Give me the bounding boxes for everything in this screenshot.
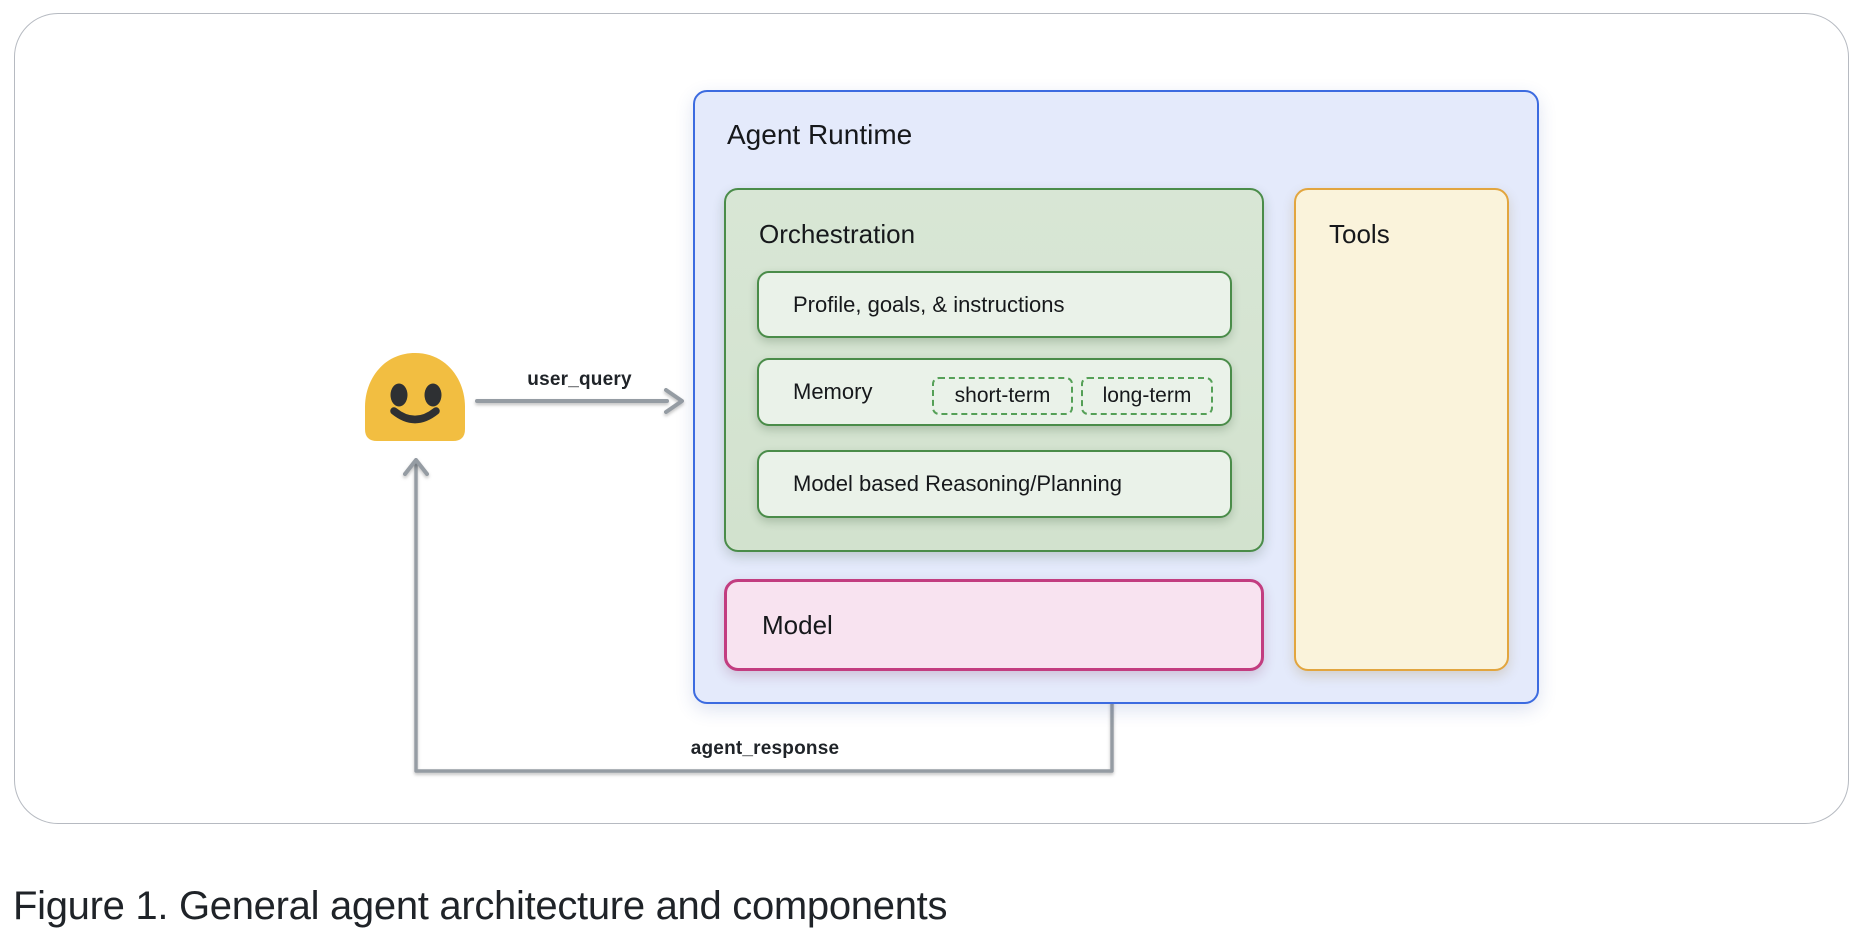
emoji-face [365,353,465,441]
model-box: Model [724,579,1264,671]
profile-goals-instructions-box: Profile, goals, & instructions [757,271,1232,338]
emoji-right-eye [424,383,442,407]
agent-response-arrowhead-icon [403,458,429,476]
short-term-tag: short-term [932,377,1073,415]
agent-runtime-title: Agent Runtime [727,119,913,150]
tools-box: Tools [1294,188,1509,671]
user-query-arrowhead-icon [664,388,684,414]
user-emoji-icon [365,353,465,441]
memory-label: Memory [793,379,873,404]
emoji-smile [390,407,440,424]
tools-title: Tools [1329,219,1390,249]
figure-caption: Figure 1. General agent architecture and… [13,884,948,928]
agent-response-label: agent_response [690,738,840,759]
memory-box: Memory short-term long-term [757,358,1232,426]
long-term-tag: long-term [1081,377,1213,415]
model-title: Model [762,609,833,640]
profile-goals-instructions-label: Profile, goals, & instructions [793,291,1065,317]
emoji-left-eye [390,383,408,407]
orchestration-title: Orchestration [759,219,916,249]
orchestration-box: Orchestration Profile, goals, & instruct… [724,188,1264,552]
figure-canvas: user_query agent_response Agent Runtime … [14,13,1849,824]
agent-runtime-box: Agent Runtime Orchestration Profile, goa… [693,90,1539,704]
user-query-label: user_query [527,369,632,390]
reasoning-planning-box: Model based Reasoning/Planning [757,450,1232,518]
reasoning-planning-label: Model based Reasoning/Planning [793,471,1123,496]
